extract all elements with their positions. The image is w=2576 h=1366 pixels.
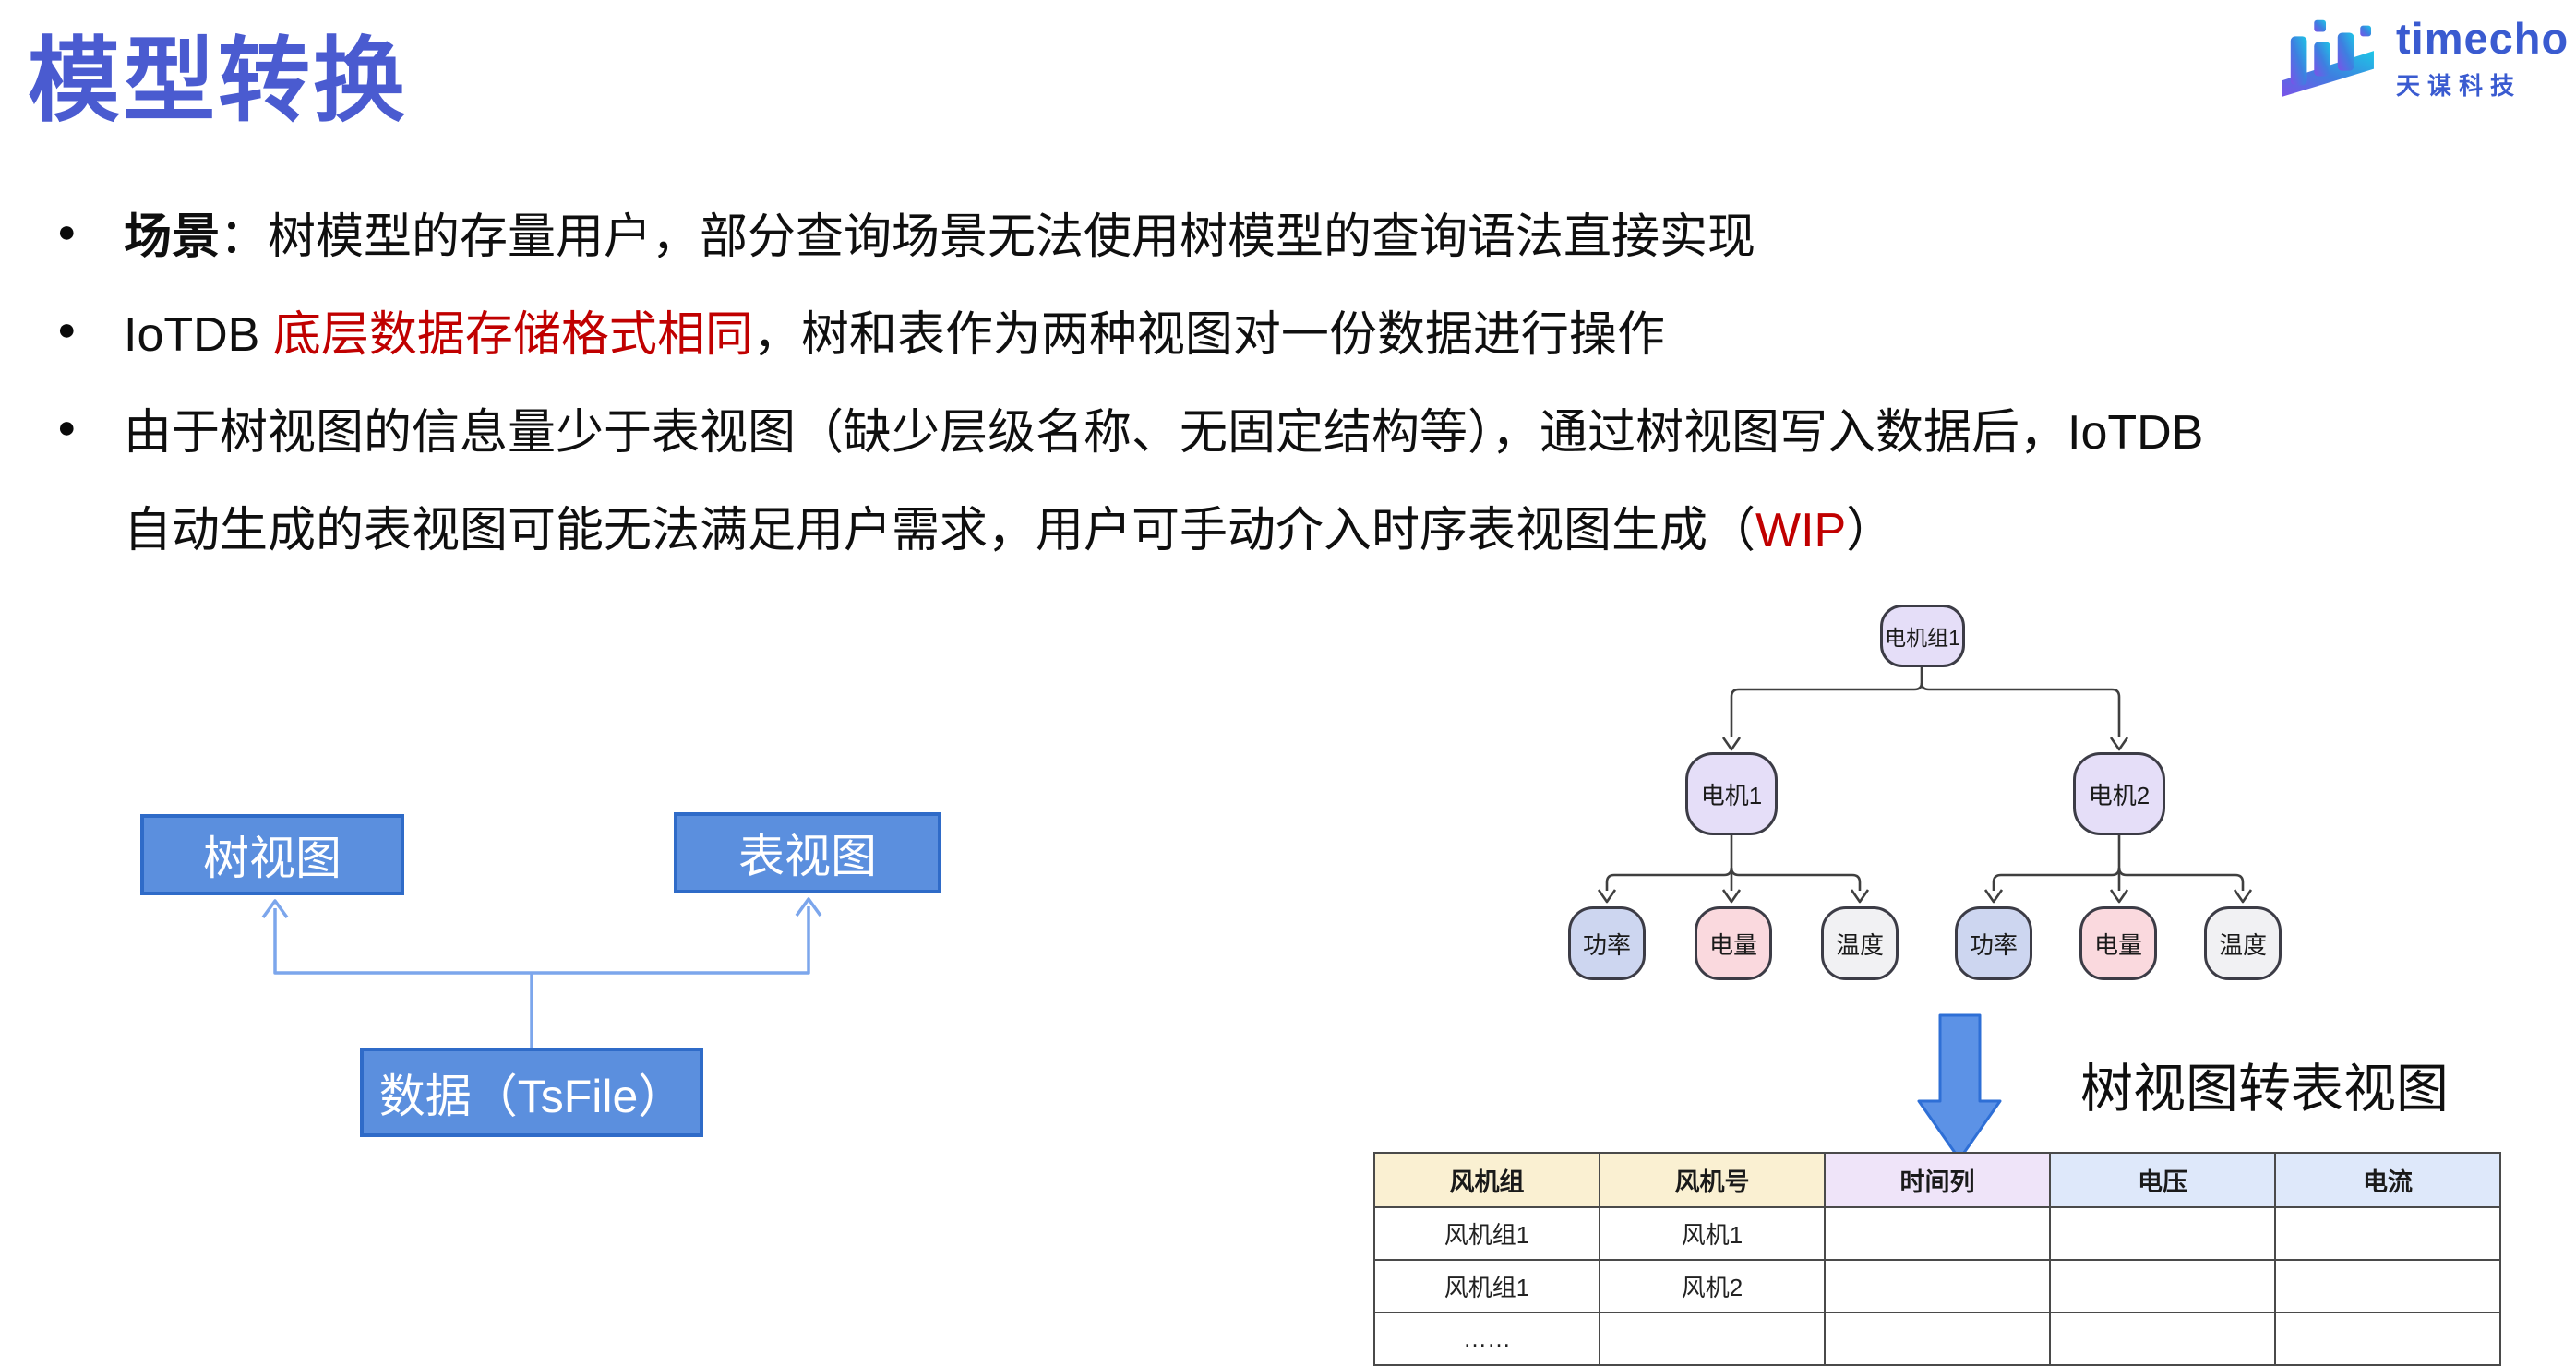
tree-edges [1597,667,2253,904]
arrowhead-up-right [795,897,822,917]
flow-line-branch [273,906,810,975]
bullet-item-3: ● 由于树视图的信息量少于表视图（缺少层级名称、无固定结构等），通过树视图写入数… [57,378,2531,476]
conversion-label: 树视图转表视图 [2080,1060,2449,1119]
table-header-fan-group: 风机组 [1373,1152,1600,1208]
bullet-text-2: IoTDB 底层数据存储格式相同，树和表作为两种视图对一份数据进行操作 [124,295,1665,365]
bullet2-post: ，树和表作为两种视图对一份数据进行操作 [752,307,1665,362]
table-header-time-col: 时间列 [1824,1152,2051,1208]
bullet-text-3-line1: 由于树视图的信息量少于表视图（缺少层级名称、无固定结构等），通过树视图写入数据后… [124,405,2204,460]
tree-leaf-power-2: 功率 [1955,906,2032,980]
table-cell [1824,1312,2051,1366]
tree-view-box: 树视图 [140,814,404,895]
table-cell: 风机组1 [1373,1206,1600,1261]
page-title: 模型转换 [28,30,408,133]
table-view-box: 表视图 [674,812,941,893]
table-cell [2274,1259,2501,1313]
table-cell: …… [1373,1312,1600,1366]
table-header-voltage: 电压 [2049,1152,2276,1208]
logo-company: 天谋科技 [2396,72,2522,100]
data-flow-connectors [261,897,822,1048]
data-tsfile-box: 数据（TsFile） [360,1048,703,1137]
table-cell: 风机1 [1599,1206,1826,1261]
bullet-marker: ● [57,311,77,347]
bullet1-lead: 场景 [124,210,221,264]
table-row: 风机组1 风机1 [1373,1206,2501,1261]
result-table: 风机组 风机号 时间列 电压 电流 风机组1 风机1 风机组1 风机2 …… [1373,1152,2501,1366]
logo-brand: timecho [2396,14,2570,63]
tree-node-motor2: 电机2 [2073,752,2165,835]
table-header-fan-number: 风机号 [1599,1152,1826,1208]
tree-leaf-temperature-2: 温度 [2204,906,2282,980]
tree-leaf-energy-2: 电量 [2079,906,2157,980]
table-header-row: 风机组 风机号 时间列 电压 电流 [1373,1152,2501,1208]
table-header-current: 电流 [2274,1152,2501,1208]
bullet-marker: ● [57,409,77,445]
bullet2-red-highlight: 底层数据存储格式相同 [272,307,753,362]
bullet3-post: ） [1846,503,1895,557]
timecho-logo-icon [2282,19,2374,98]
bullet-item-1: ● 场景：树模型的存量用户，部分查询场景无法使用树模型的查询语法直接实现 [57,183,2531,281]
table-cell [2274,1206,2501,1261]
bullet-text-3-line2: 自动生成的表视图可能无法满足用户需求，用户可手动介入时序表视图生成（WIP） [124,491,1894,560]
table-cell [2049,1259,2276,1313]
tree-node-root: 电机组1 [1880,605,1965,667]
table-row: 风机组1 风机2 [1373,1259,2501,1313]
table-cell [1599,1312,1826,1366]
bullet-item-2: ● IoTDB 底层数据存储格式相同，树和表作为两种视图对一份数据进行操作 [57,281,2531,378]
arrowhead-child-2 [2109,737,2129,751]
tree-node-motor1: 电机1 [1685,752,1778,835]
table-cell [2274,1312,2501,1366]
tree-leaf-energy-1: 电量 [1695,906,1772,980]
table-cell [1824,1206,2051,1261]
bullet3-wip-highlight: WIP [1755,503,1847,557]
tree-leaf-temperature-1: 温度 [1821,906,1899,980]
logo-text: timecho 天谋科技 [2396,9,2569,102]
table-cell [2049,1206,2276,1261]
table-cell: 风机组1 [1373,1259,1600,1313]
arrowhead-up-left [261,899,289,919]
table-row: …… [1373,1312,2501,1366]
bullet3-pre: 自动生成的表视图可能无法满足用户需求，用户可手动介入时序表视图生成（ [124,503,1756,557]
table-cell [1824,1259,2051,1313]
bullet-marker: ● [57,213,77,249]
timecho-logo: timecho 天谋科技 [2272,9,2569,102]
bullet1-rest: ：树模型的存量用户，部分查询场景无法使用树模型的查询语法直接实现 [220,210,1756,264]
bullet-list: ● 场景：树模型的存量用户，部分查询场景无法使用树模型的查询语法直接实现 ● I… [57,183,2531,574]
bullet2-pre: IoTDB [124,307,273,362]
table-cell [2049,1312,2276,1366]
arrowhead-child-1 [1721,737,1742,751]
bullet-text-1: 场景：树模型的存量用户，部分查询场景无法使用树模型的查询语法直接实现 [124,198,1755,267]
bullet-item-3-continued: 自动生成的表视图可能无法满足用户需求，用户可手动介入时序表视图生成（WIP） [57,476,2531,574]
down-arrow [1917,1013,2002,1161]
tree-leaf-power-1: 功率 [1568,906,1646,980]
table-cell: 风机2 [1599,1259,1826,1313]
